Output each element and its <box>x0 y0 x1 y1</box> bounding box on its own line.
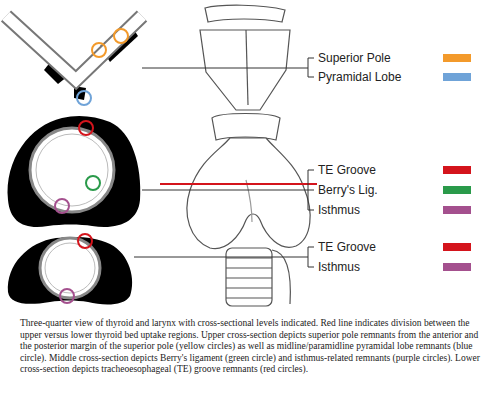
legend-label: Isthmus <box>317 260 361 274</box>
larynx-thyroid-drawing <box>187 5 310 306</box>
legend-label: Berry's Lig. <box>317 183 379 197</box>
legend-label: TE Groove <box>317 163 377 177</box>
legend-swatch <box>443 73 471 81</box>
leader-lines <box>134 58 314 267</box>
upper-cross-section <box>6 16 142 105</box>
legend-swatch <box>443 206 471 214</box>
legend-label: Superior Pole <box>317 51 392 65</box>
figure-caption: Three-quarter view of thyroid and larynx… <box>20 318 482 376</box>
division-line <box>160 183 320 185</box>
legend-swatch <box>443 54 471 62</box>
legend-label: Pyramidal Lobe <box>317 70 402 84</box>
lower-cross-section <box>8 234 132 304</box>
middle-cross-section <box>8 116 141 227</box>
legend-swatch <box>443 166 471 174</box>
legend-swatch <box>443 186 471 194</box>
legend-label: TE Groove <box>317 240 377 254</box>
legend-swatch <box>443 243 471 251</box>
legend-swatch <box>443 263 471 271</box>
legend-label: Isthmus <box>317 203 361 217</box>
